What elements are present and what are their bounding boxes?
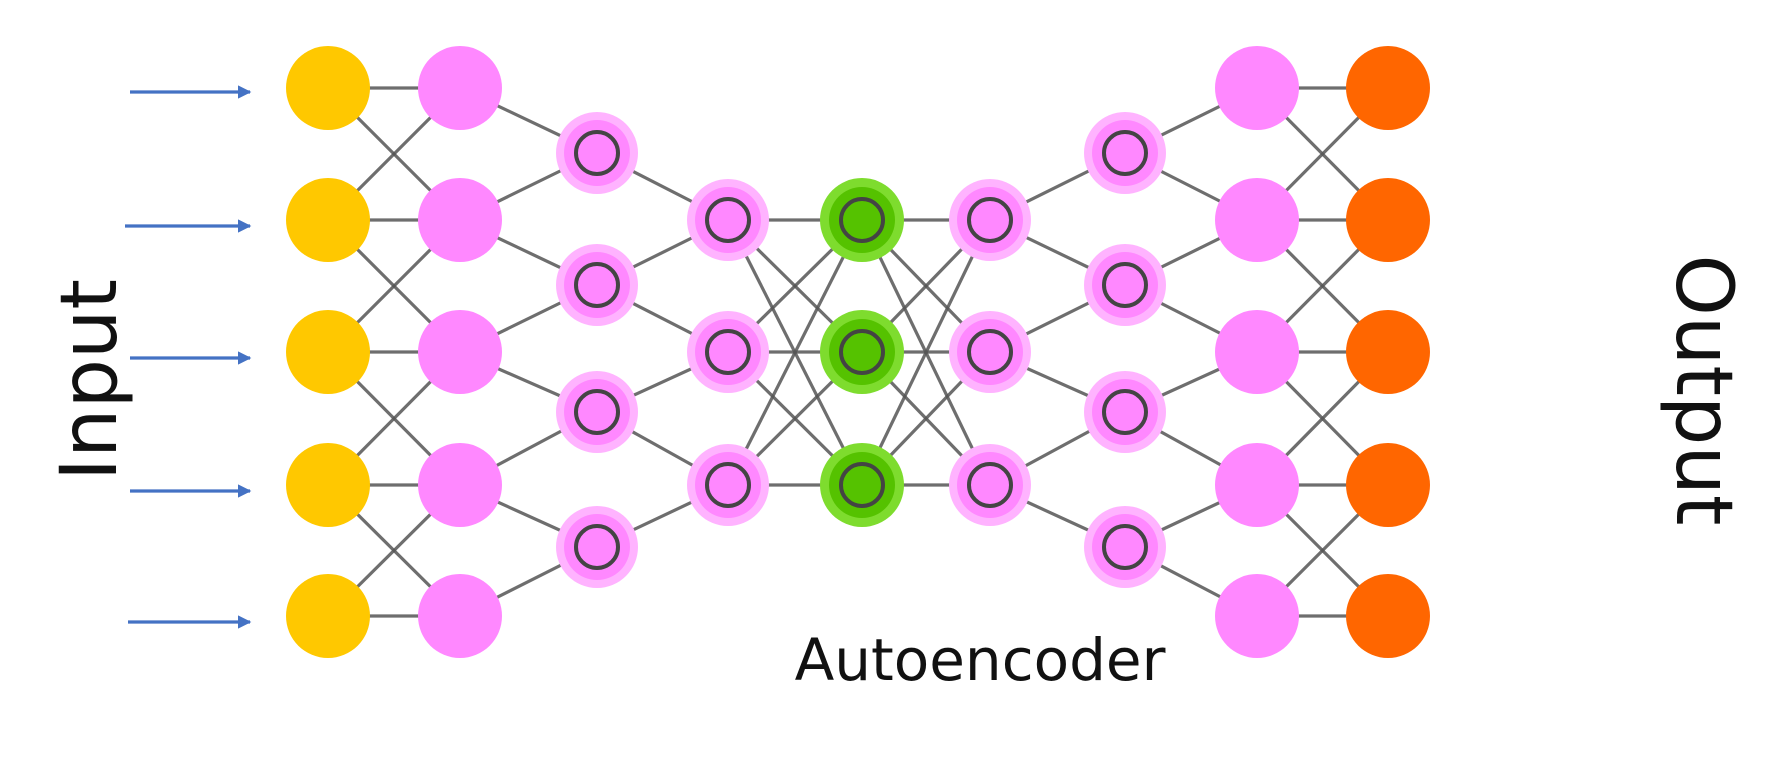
autoencoder-label: Autoencoder	[794, 626, 1166, 694]
input-label: Input	[45, 279, 135, 481]
hidden-node	[556, 244, 638, 326]
hidden-node	[687, 311, 769, 393]
output-node	[1346, 443, 1430, 527]
output-node	[1346, 46, 1430, 130]
bottleneck-node	[820, 178, 904, 262]
input-node	[286, 443, 370, 527]
hidden-node	[418, 443, 502, 527]
network-nodes	[286, 46, 1430, 658]
hidden-node	[1084, 112, 1166, 194]
hidden-node	[556, 371, 638, 453]
bottleneck-node	[820, 443, 904, 527]
hidden-node	[1215, 46, 1299, 130]
input-node	[286, 178, 370, 262]
output-node	[1346, 178, 1430, 262]
hidden-node	[1084, 506, 1166, 588]
output-node	[1346, 310, 1430, 394]
hidden-node	[687, 444, 769, 526]
input-node	[286, 574, 370, 658]
connection-line	[726, 219, 864, 486]
hidden-node	[949, 311, 1031, 393]
hidden-node	[556, 506, 638, 588]
input-node	[286, 46, 370, 130]
connection-line	[860, 219, 992, 486]
hidden-node	[949, 179, 1031, 261]
hidden-node	[1215, 574, 1299, 658]
hidden-node	[949, 444, 1031, 526]
bottleneck-node	[820, 310, 904, 394]
hidden-node	[1215, 443, 1299, 527]
output-label: Output	[1658, 254, 1748, 526]
hidden-node	[556, 112, 638, 194]
hidden-node	[687, 179, 769, 261]
hidden-node	[418, 310, 502, 394]
hidden-node	[1215, 310, 1299, 394]
hidden-node	[418, 46, 502, 130]
hidden-node	[1084, 244, 1166, 326]
hidden-node	[1084, 371, 1166, 453]
hidden-node	[418, 574, 502, 658]
output-node	[1346, 574, 1430, 658]
input-node	[286, 310, 370, 394]
input-arrows	[125, 85, 252, 629]
hidden-node	[1215, 178, 1299, 262]
hidden-node	[418, 178, 502, 262]
